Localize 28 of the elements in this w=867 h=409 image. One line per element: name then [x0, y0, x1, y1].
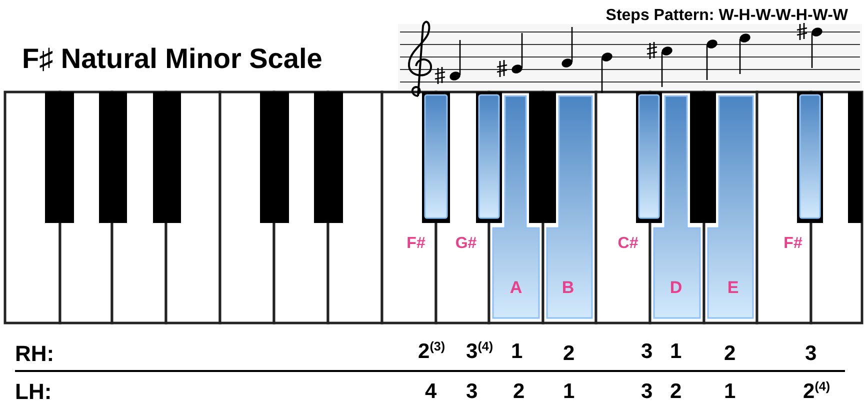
note-name: G# [455, 236, 477, 252]
finger-number: 2 [513, 381, 525, 402]
finger-number: 2 [724, 343, 736, 364]
note-name: D [670, 279, 682, 296]
note-name: B [562, 279, 574, 296]
note-name: F# [406, 236, 426, 252]
finger-number: 1 [511, 341, 523, 362]
title: F♯ Natural Minor Scale [22, 45, 322, 73]
finger-number: 4 [425, 381, 437, 402]
finger-number: 3$^{(4)}$ [466, 341, 494, 362]
note-name: C# [618, 236, 638, 252]
note-name: A [510, 279, 522, 296]
finger-number: 3 [466, 381, 478, 402]
finger-number: 2 [563, 343, 575, 364]
hand-label: RH: [15, 343, 54, 365]
finger-number: 1 [563, 381, 575, 402]
steps-pattern-text: Steps Pattern: W-H-W-W-H-W-W [606, 8, 848, 24]
hand-label: LH: [15, 381, 52, 403]
finger-number: 2$^{(4)}$ [803, 381, 830, 402]
note-name: F# [784, 236, 802, 252]
finger-number: 3 [641, 381, 653, 402]
finger-number: 3 [641, 341, 653, 362]
finger-number: 2 [670, 381, 682, 402]
note-name: E [727, 279, 739, 296]
finger-number: 1 [724, 381, 736, 402]
finger-number: 2$^{(3)}$ [418, 341, 446, 362]
finger-number: 1 [670, 341, 682, 362]
finger-number: 3 [805, 343, 817, 364]
